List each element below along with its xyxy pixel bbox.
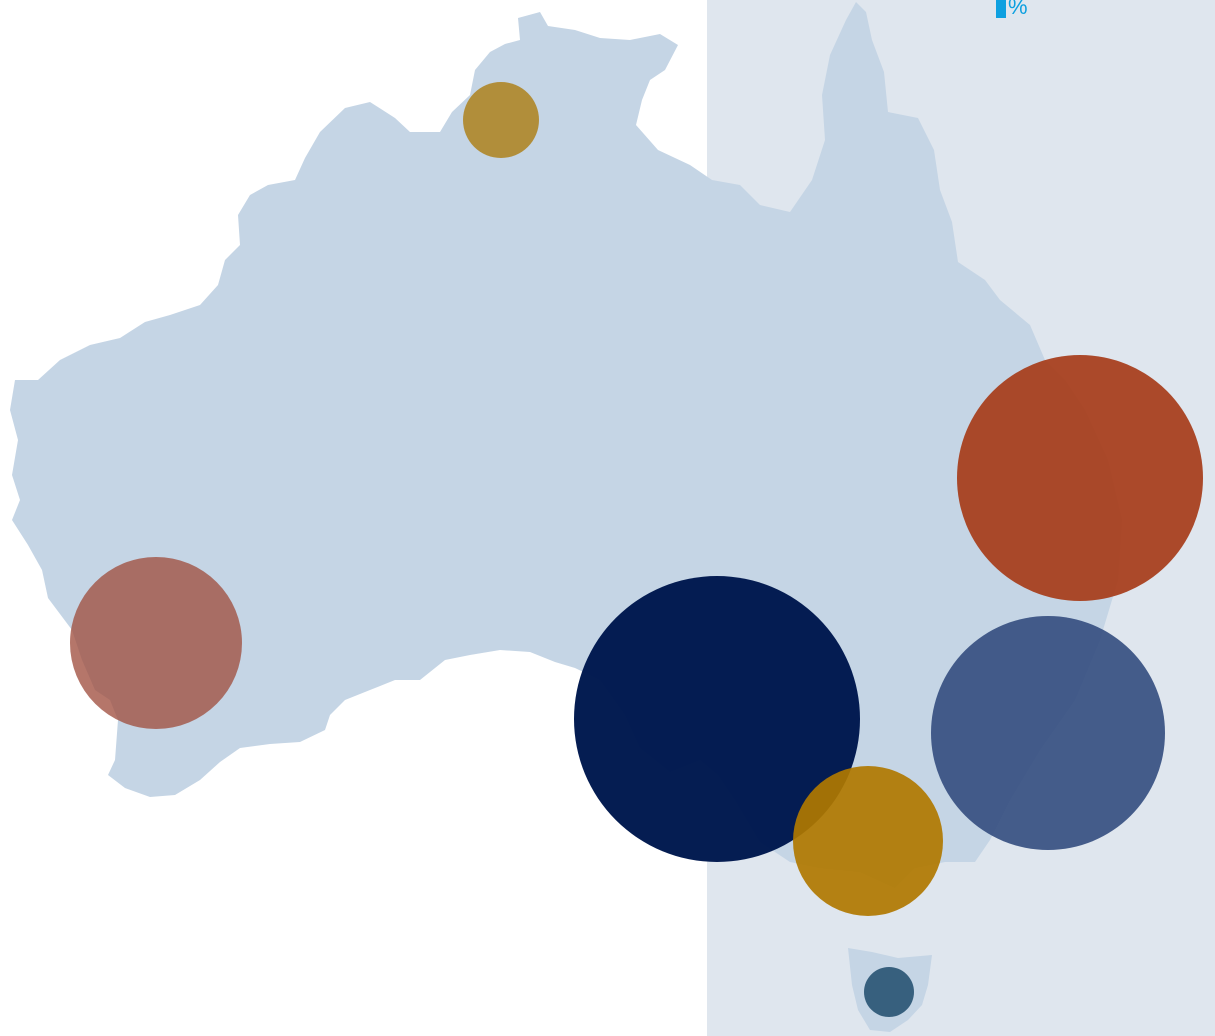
legend: % (996, 0, 1028, 18)
bubble-sa (574, 576, 860, 862)
bubble-nsw (931, 616, 1165, 850)
bubble-wa (70, 557, 242, 729)
legend-swatch (996, 0, 1006, 18)
bubble-tas (864, 967, 914, 1017)
legend-unit-label: % (1008, 0, 1028, 19)
bubble-vic (793, 766, 943, 916)
bubble-nt (463, 82, 539, 158)
bubble-qld (957, 355, 1203, 601)
state-bubbles (70, 82, 1203, 1017)
